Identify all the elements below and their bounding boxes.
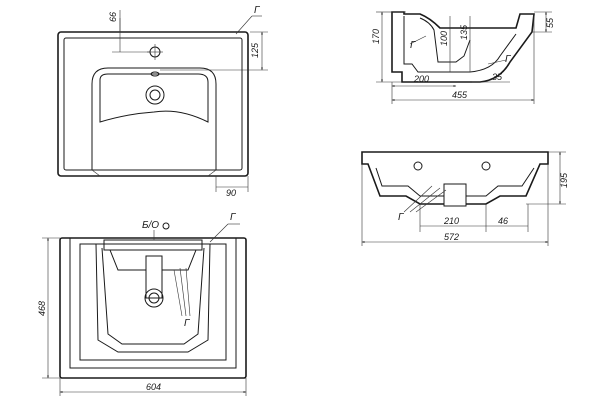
side-g1-label: Г [410,40,417,51]
dim-46-label: 46 [498,216,508,226]
dim-195-label: 195 [559,172,569,188]
dim-55-label: 55 [545,17,555,28]
dim-35-label: 35 [492,72,503,82]
dim-468-label: 468 [37,301,47,316]
dim-125-label: 125 [250,42,260,58]
side-g2-label: Г [505,54,512,65]
dim-572-label: 572 [444,232,459,242]
dim-135-label: 135 [459,24,469,40]
bottom-view: Б/О Г Г 468 604 [37,212,247,396]
dim-170-label: 170 [371,29,381,44]
bottom-bowl [95,243,211,353]
basin-rim-inner [63,37,243,171]
bottom-top-slot [103,239,203,251]
bottom-drain-channel [145,255,163,299]
bottom-inner-frame [79,243,227,361]
top-g-label: Г [254,5,261,16]
dim-604-label: 604 [146,382,161,392]
basin-outline [57,31,249,177]
side-profile-inner [403,16,517,73]
dim-66-label: 66 [108,12,118,22]
dim-100-label: 100 [439,31,449,46]
front-hole-left [413,161,423,171]
dim-210-label: 210 [443,216,459,226]
bottom-g1-label: Г [230,212,237,223]
top-view: 66 125 Г 90 [57,5,268,198]
front-drain [443,183,467,207]
front-view: Г 195 210 46 572 [361,151,569,246]
dim-200-label: 200 [413,74,429,84]
bottom-g2-label: Г [184,318,191,329]
bottom-drain [144,288,164,308]
bowl-outline [91,67,217,170]
front-hole-right [481,161,491,171]
overflow-slot [150,71,160,77]
side-view: 170 100 135 55 Г Г 200 35 455 [371,11,555,104]
bowl-inner-curve [99,73,209,123]
dim-455-label: 455 [452,90,468,100]
front-g-label: Г [398,212,405,223]
drain-hole [145,85,165,105]
bo-label: Б/О [142,220,159,231]
dim-90-label: 90 [226,188,236,198]
